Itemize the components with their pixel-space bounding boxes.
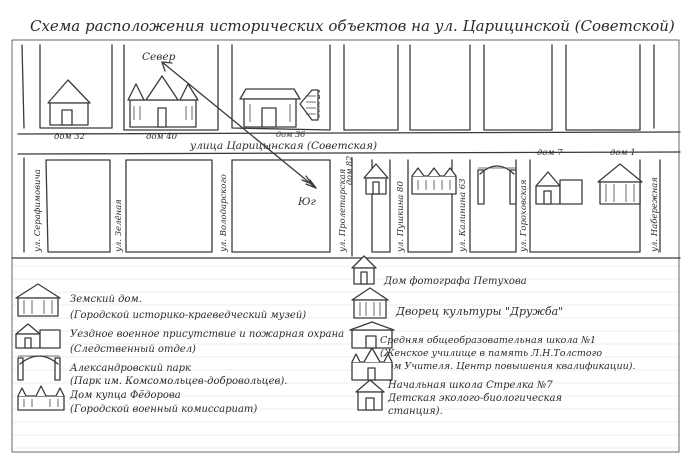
map-frame bbox=[11, 39, 680, 453]
legend-right-4-line1: Начальная школа Стрелка №7 bbox=[387, 380, 553, 391]
legend-right-4-line3: станция). bbox=[388, 406, 443, 417]
legend-icon-zemsky-dom bbox=[15, 283, 61, 317]
building-dom-7 bbox=[535, 171, 583, 205]
legend-left-2-line1: Уездное военное присутствие и пожарная о… bbox=[70, 329, 344, 340]
building-dom-32 bbox=[47, 79, 91, 126]
building-school-1-map bbox=[411, 167, 457, 195]
building-dom-1 bbox=[597, 163, 643, 205]
street-label-zelenaya: ул. Зелёная bbox=[114, 199, 124, 253]
legend-right-2-line1: Дворец культуры "Дружба" bbox=[395, 305, 563, 318]
compass-south-label: Юг bbox=[297, 196, 317, 208]
building-dom-24 bbox=[299, 89, 319, 121]
street-label-pushkina: ул. Пушкина 80 bbox=[396, 181, 406, 253]
house-label-7: дом 7 bbox=[537, 148, 563, 158]
street-label-naberezhnaya: ул. Набережная bbox=[649, 177, 660, 253]
legend-right-4-line2: Детская эколого-биологическая bbox=[387, 393, 562, 404]
blocks-south bbox=[23, 157, 661, 257]
street-label-kalinina: ул. Калинина 63 bbox=[458, 178, 468, 253]
legend-right: Дом фотографа Петухова Дворец культуры "… bbox=[349, 255, 635, 417]
blocks-north bbox=[21, 44, 655, 131]
house-label-40: дом 40 bbox=[146, 132, 178, 142]
legend-icon-photographer-house bbox=[351, 255, 377, 285]
house-label-1: дом 1 bbox=[610, 148, 636, 158]
legend-icon-school-1 bbox=[349, 321, 395, 349]
legend-left-4-line2: (Городской военный комиссариат) bbox=[70, 404, 257, 415]
legend-left-2-line2: (Следственный отдел) bbox=[70, 344, 196, 355]
street-label-volodarskogo: ул. Володарского bbox=[219, 174, 229, 253]
legend-right-3-line1: Средняя общеобразовательная школа №1 bbox=[380, 335, 596, 346]
house-label-36: дом 36 bbox=[276, 130, 305, 139]
legend-left: Земский дом. (Городской историко-краевед… bbox=[15, 283, 344, 415]
house-label-82: дом 82 bbox=[345, 156, 354, 185]
building-dom-40 bbox=[127, 75, 199, 128]
paper-grid bbox=[12, 265, 679, 449]
house-label-32: дом 32 bbox=[54, 132, 85, 142]
legend-right-1-line1: Дом фотографа Петухова bbox=[383, 276, 527, 287]
building-park-gate-map bbox=[477, 165, 517, 205]
street-label-serafimovicha: ул. Серафимовича bbox=[33, 169, 43, 253]
legend-left-1-line2: (Городской историко-краеведческий музей) bbox=[70, 310, 306, 321]
main-street-label: улица Царицынская (Советская) bbox=[189, 140, 377, 152]
legend-left-4-line1: Дом купца Фёдорова bbox=[69, 390, 181, 401]
legend-right-3-line2: (Женское училище в память Л.Н.Толстого bbox=[380, 348, 602, 359]
compass-arrow: Север Юг bbox=[142, 51, 317, 208]
street-label-proletarskaya: ул. Пролетарская bbox=[338, 168, 348, 253]
legend-icon-palace-of-culture bbox=[351, 287, 389, 319]
side-street-labels: ул. Серафимовича ул. Зелёная ул. Володар… bbox=[33, 168, 660, 253]
legend-icon-school-7 bbox=[355, 379, 385, 411]
legend-icon-fire-station bbox=[15, 323, 61, 349]
building-dom-36 bbox=[239, 88, 301, 128]
legend-left-3-line2: (Парк им. Комсомольцев-добровольцев). bbox=[70, 376, 287, 387]
main-street-south-edge bbox=[17, 151, 681, 155]
legend-left-1-line1: Земский дом. bbox=[70, 294, 142, 305]
street-label-gorohovskaya: ул. Гороховская bbox=[519, 179, 529, 253]
legend-icon-towered-building bbox=[351, 347, 393, 381]
main-street-north-edge bbox=[17, 131, 681, 135]
compass-north-label: Север bbox=[142, 51, 176, 63]
building-dom-82 bbox=[363, 163, 389, 195]
legend-left-3-line1: Александровский парк bbox=[69, 363, 191, 374]
legend-icon-merchant-house bbox=[17, 385, 65, 411]
map-title: Схема расположения исторических объектов… bbox=[30, 17, 675, 35]
legend-right-3-line3: Дом Учителя. Центр повышения квалификаци… bbox=[379, 361, 635, 372]
legend-icon-park-gate bbox=[17, 355, 61, 381]
